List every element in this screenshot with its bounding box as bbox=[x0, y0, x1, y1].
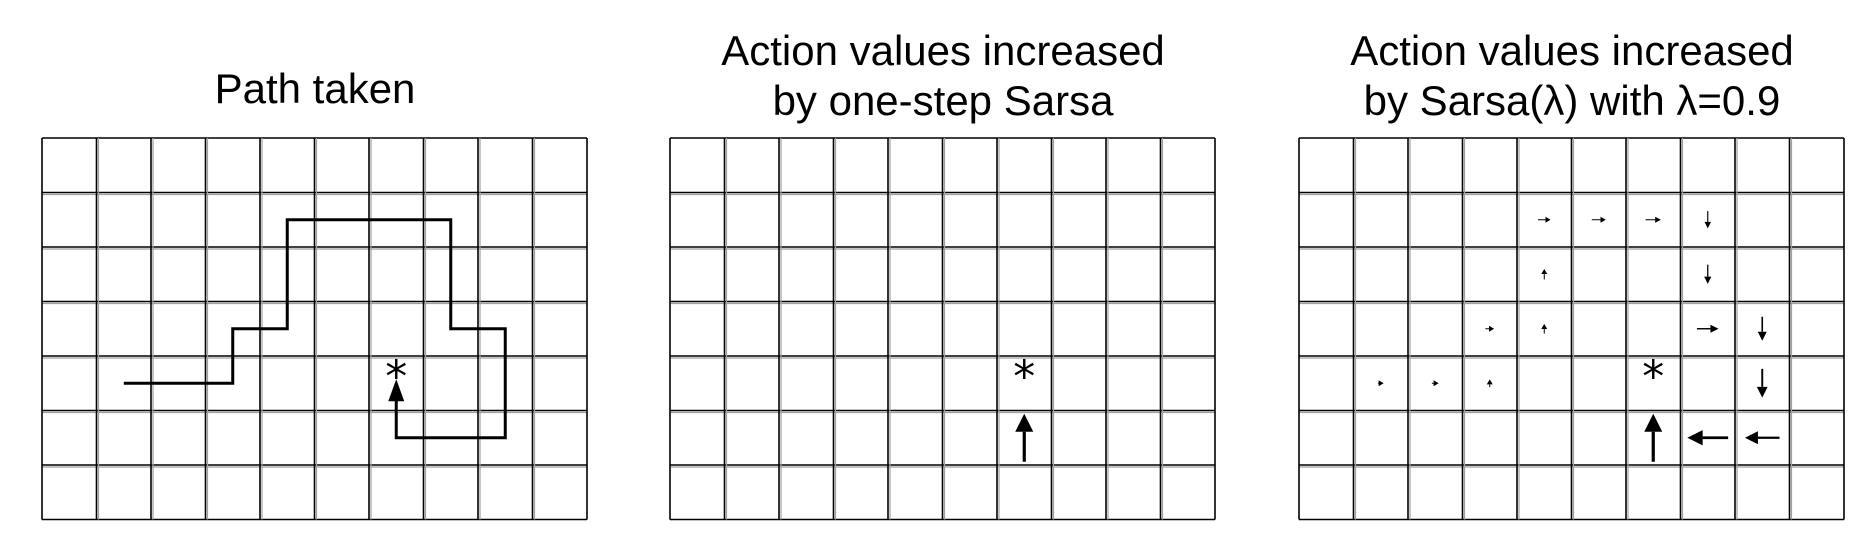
path-end-arrow bbox=[388, 379, 405, 402]
action-arrow-right bbox=[1485, 325, 1495, 332]
arrow-head bbox=[1704, 221, 1711, 229]
arrow-head bbox=[1545, 216, 1551, 223]
arrow-head bbox=[1489, 325, 1495, 332]
arrow-head bbox=[1378, 380, 1384, 387]
arrow-head bbox=[1704, 276, 1712, 284]
arrow-head bbox=[1600, 216, 1606, 223]
action-arrow-up bbox=[1541, 268, 1548, 280]
action-arrow-down bbox=[1756, 368, 1768, 398]
arrow-head bbox=[1710, 324, 1719, 333]
arrow-head bbox=[1744, 431, 1758, 445]
action-arrow-right bbox=[1431, 380, 1439, 387]
action-arrow-left bbox=[1744, 431, 1780, 445]
panel-title-line: by Sarsa(λ) with λ=0.9 bbox=[1363, 77, 1781, 124]
panel-path-taken: Path taken * bbox=[40, 0, 590, 556]
arrow-head bbox=[1541, 268, 1548, 274]
panel-title: Action values increased by Sarsa(λ) with… bbox=[1297, 26, 1847, 126]
goal-star-icon: * bbox=[385, 351, 407, 402]
arrow-head bbox=[1644, 413, 1663, 432]
panel-one-step-sarsa: Action values increased by one-step Sars… bbox=[668, 0, 1218, 556]
action-arrow-up bbox=[1541, 323, 1548, 334]
panel-title: Path taken bbox=[40, 64, 590, 114]
arrow-head bbox=[1541, 323, 1548, 329]
action-arrow-right bbox=[1645, 216, 1661, 223]
action-arrow-right bbox=[1377, 380, 1384, 387]
action-arrow-down bbox=[1704, 211, 1711, 229]
panel-title-line: Path taken bbox=[214, 65, 416, 112]
action-arrow-right bbox=[1696, 324, 1719, 333]
arrow-head bbox=[1687, 430, 1703, 446]
gridworld-sarsa-lambda: * bbox=[1298, 137, 1845, 521]
arrow-head bbox=[1756, 386, 1768, 398]
panel-sarsa-lambda: Action values increased by Sarsa(λ) with… bbox=[1297, 0, 1847, 556]
panel-title-line: Action values increased bbox=[1350, 27, 1794, 74]
action-arrow-left bbox=[1687, 430, 1729, 446]
action-arrow-right bbox=[1591, 216, 1606, 223]
action-arrow-up bbox=[1486, 379, 1493, 388]
goal-star-icon: * bbox=[1013, 351, 1035, 402]
arrow-head bbox=[1486, 379, 1493, 385]
action-arrow-up bbox=[1644, 413, 1663, 462]
gridworld-one-step-sarsa: * bbox=[669, 137, 1216, 521]
arrow-head bbox=[1433, 380, 1439, 387]
arrow-head bbox=[1757, 331, 1767, 341]
action-arrow-right bbox=[1538, 216, 1551, 223]
goal-star-icon: * bbox=[1642, 351, 1664, 402]
panel-title: Action values increased by one-step Sars… bbox=[668, 26, 1218, 126]
arrow-head bbox=[1655, 216, 1661, 223]
action-arrow-up bbox=[1015, 413, 1034, 462]
panel-title-line: by one-step Sarsa bbox=[772, 77, 1114, 124]
panel-title-line: Action values increased bbox=[721, 27, 1165, 74]
gridworld-path-taken: * bbox=[41, 137, 588, 521]
arrow-head bbox=[1015, 413, 1034, 432]
arrow-head bbox=[388, 379, 405, 402]
agent-path-line bbox=[123, 218, 507, 440]
action-arrow-down bbox=[1704, 264, 1712, 284]
action-arrow-down bbox=[1757, 316, 1767, 341]
